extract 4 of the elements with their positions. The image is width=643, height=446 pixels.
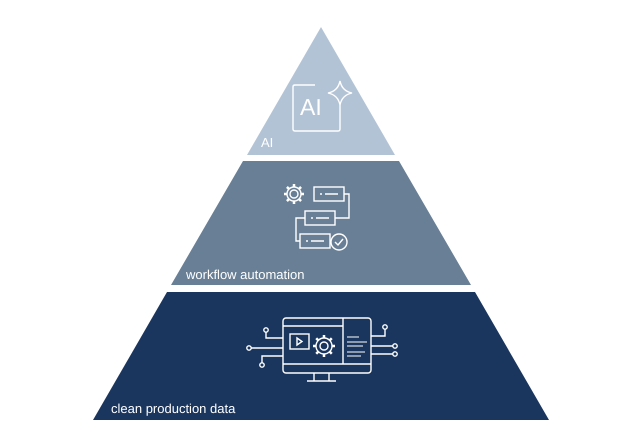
tier-label: workflow automation [186,267,304,282]
ai-icon-text: AI [300,95,322,119]
tier-label: AI [261,135,274,150]
tier-label: clean production data [111,401,236,416]
